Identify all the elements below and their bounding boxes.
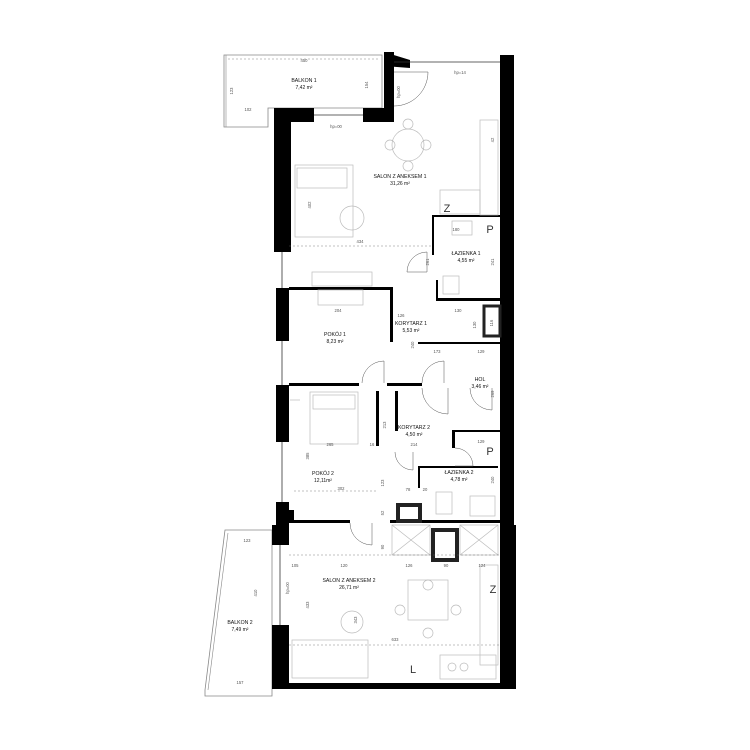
room-name-pokoj2: POKÓJ 2: [312, 470, 334, 477]
dim-hp00-b: hp=00: [396, 85, 401, 97]
dim-241: 241: [490, 258, 495, 266]
dim-123-a: 123: [229, 87, 234, 95]
dim-633: 633: [392, 637, 400, 642]
dim-129-a: 129: [478, 349, 486, 354]
dim-42: 42: [490, 137, 495, 142]
dim-240: 240: [410, 341, 415, 349]
dim-157: 157: [237, 680, 245, 685]
room-name-lazienka1: ŁAZIENKA 1: [451, 251, 480, 257]
room-name-salon1: SALON Z ANEKSEM 1: [373, 174, 426, 180]
dim-130: 130: [455, 308, 463, 313]
room-area-lazienka1: 4,55 m²: [458, 258, 475, 264]
dimension-labels: 450 154 123 102 hp=14 hp=00 hp=00 402 43…: [229, 58, 495, 685]
interior-walls: [284, 215, 502, 562]
dim-126-b: 126: [406, 563, 414, 568]
dim-269: 269: [490, 390, 495, 398]
dim-154: 154: [364, 81, 369, 89]
dim-hp00-c: hp=00: [285, 581, 290, 593]
dim-126: 126: [398, 313, 406, 318]
dim-343: 343: [353, 616, 358, 624]
room-area-salon1: 31,26 m²: [390, 181, 410, 187]
dim-102: 102: [245, 107, 253, 112]
dim-120: 120: [341, 563, 349, 568]
dim-385: 385: [305, 452, 310, 460]
dim-433: 433: [305, 601, 310, 609]
room-name-lazienka2: ŁAZIENKA 2: [444, 470, 473, 476]
dim-123-c: 123: [244, 538, 252, 543]
room-area-salon2: 26,71 m²: [339, 585, 359, 591]
room-area-korytarz2: 4,50 m²: [406, 432, 423, 438]
symbols: Z P P Z L: [410, 203, 497, 676]
symbol-z-2: Z: [490, 584, 497, 596]
balcony-1: [223, 54, 383, 128]
dim-90-b: 90: [444, 563, 449, 568]
symbol-l: L: [410, 664, 416, 676]
dim-434: 434: [357, 239, 365, 244]
dim-hp14: hp=14: [454, 70, 466, 75]
room-name-balkon1: BALKON 1: [291, 78, 316, 84]
dim-173: 173: [434, 349, 442, 354]
room-area-lazienka2: 4,78 m²: [451, 477, 468, 483]
balcony-2: [204, 529, 273, 697]
dim-124: 124: [479, 563, 487, 568]
room-area-hol: 3,46 m²: [472, 384, 489, 390]
dim-123-b: 123: [380, 479, 385, 487]
room-outlines: [289, 245, 500, 646]
dim-52: 52: [380, 510, 385, 515]
room-area-balkon2: 7,49 m²: [232, 627, 249, 633]
room-name-balkon2: BALKON 2: [227, 620, 252, 626]
room-area-pokoj2: 12,11m²: [314, 478, 332, 484]
dim-214: 214: [411, 442, 419, 447]
dim-116: 116: [489, 319, 494, 326]
outer-walls: [272, 52, 516, 689]
symbol-p-2: P: [486, 446, 493, 458]
room-area-pokoj1: 8,23 m²: [327, 339, 344, 345]
furniture: [290, 118, 499, 680]
doors: [349, 71, 493, 546]
room-area-korytarz1: 5,53 m²: [403, 328, 420, 334]
dim-130-v: 130: [472, 321, 477, 329]
dim-20: 20: [423, 487, 428, 492]
dim-180: 180: [453, 227, 461, 232]
dim-410: 410: [253, 589, 258, 597]
room-area-balkon1: 7,42 m²: [296, 85, 313, 91]
dim-240-b: 240: [490, 476, 495, 484]
dim-261: 261: [425, 258, 430, 266]
room-labels: BALKON 1 7,42 m² SALON Z ANEKSEM 1 31,26…: [227, 78, 488, 633]
dim-450: 450: [301, 58, 309, 63]
room-name-pokoj1: POKÓJ 1: [324, 331, 346, 338]
dim-78: 78: [406, 487, 411, 492]
dim-302: 302: [338, 486, 346, 491]
room-name-hol: HOL: [475, 377, 486, 383]
room-name-korytarz1: KORYTARZ 1: [395, 321, 427, 327]
dim-402: 402: [307, 201, 312, 209]
dim-129-b: 129: [478, 439, 486, 444]
dim-90-a: 90: [380, 544, 385, 549]
dim-16: 16: [370, 442, 375, 447]
room-name-korytarz2: KORYTARZ 2: [398, 425, 430, 431]
dim-213: 213: [382, 421, 387, 429]
symbol-p-1: P: [486, 224, 493, 236]
dim-204: 204: [335, 308, 343, 313]
dim-hp00-a: hp=00: [330, 124, 342, 129]
dim-105: 105: [292, 563, 300, 568]
dim-265: 265: [327, 442, 335, 447]
symbol-z-1: Z: [444, 203, 451, 215]
room-name-salon2: SALON Z ANEKSEM 2: [322, 578, 375, 584]
